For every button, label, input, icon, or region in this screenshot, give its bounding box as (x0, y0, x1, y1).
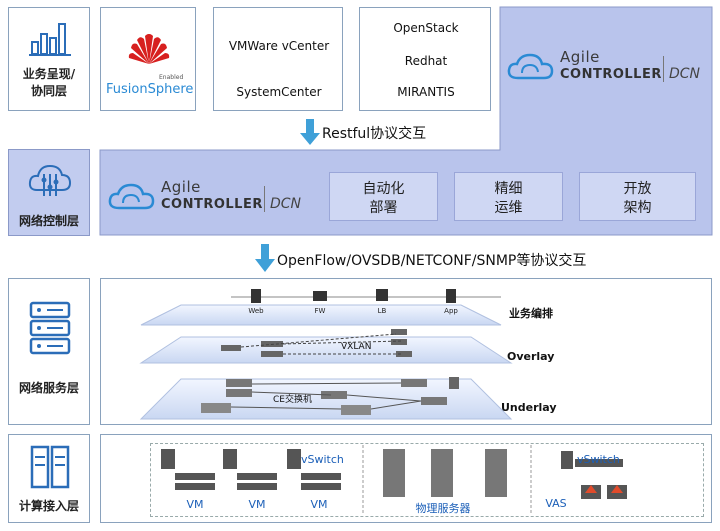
controller-text-top: CONTROLLER (560, 67, 662, 82)
cloud-control-icon (28, 164, 72, 196)
agile-controller-logo-main: Agile CONTROLLER DCN (107, 178, 317, 218)
server-cabinet-icon (30, 445, 70, 489)
fusionsphere-badge: Enabled (159, 74, 184, 81)
cloud-logo-icon (108, 183, 155, 210)
server-rack-icon (29, 301, 71, 355)
huawei-logo-icon (128, 34, 170, 64)
ce-switch-label: CE交换机 (273, 395, 312, 405)
service-planes (139, 289, 513, 420)
controller-text-main: CONTROLLER (161, 197, 263, 212)
node-lb-label: LB (377, 307, 387, 315)
openstack-label: OpenStack (393, 21, 459, 35)
vmware-box: VMWare vCenter SystemCenter (213, 7, 343, 111)
control-layer-label: 网络控制层 (18, 214, 79, 228)
service-diagram-box: Web FW LB App VXLAN CE交换机 业务编排 Overlay U… (100, 278, 712, 425)
overlay-label: Overlay (507, 350, 555, 363)
vm-1-label: VM (186, 498, 204, 511)
agile-text-main: Agile (161, 178, 201, 196)
logo-divider-main (264, 186, 265, 212)
dcn-text-top: DCN (669, 66, 701, 82)
fusionsphere-box: Enabled FusionSphere (100, 7, 196, 111)
mirantis-label: MIRANTIS (397, 85, 455, 99)
vswitch-label-1: vSwitch (301, 453, 344, 466)
orchestration-label: 业务编排 (509, 307, 553, 320)
agile-text-top: Agile (560, 48, 600, 66)
node-fw-label: FW (314, 307, 326, 315)
node-web-label: Web (248, 307, 264, 315)
compute-layer-label: 计算接入层 (18, 499, 79, 513)
vm-3-label: VM (310, 498, 328, 511)
node-app-label: App (444, 307, 458, 315)
physical-servers-label: 物理服务器 (415, 502, 471, 515)
control-layer-label-box: 网络控制层 (8, 149, 90, 236)
service-layer-label-box: 网络服务层 (8, 278, 90, 425)
fusionsphere-label: FusionSphere (106, 82, 194, 97)
vm-2-label: VM (248, 498, 266, 511)
service-layer-label: 网络服务层 (18, 381, 79, 395)
compute-dashed-group (150, 443, 704, 517)
systemcenter-label: SystemCenter (236, 85, 322, 99)
agile-controller-logo-top: Agile CONTROLLER DCN (506, 48, 711, 88)
restful-label: Restful协议交互 (322, 126, 427, 142)
vxlan-label: VXLAN (341, 342, 372, 352)
presentation-layer-label-box: 业务呈现/ 协同层 (8, 7, 90, 111)
compute-devices (161, 445, 627, 515)
redhat-label: Redhat (404, 54, 448, 68)
openflow-label: OpenFlow/OVSDB/NETCONF/SNMP等协议交互 (277, 253, 587, 269)
feature-auto-deploy: 自动化 部署 (329, 172, 438, 221)
bar-chart-icon (29, 23, 71, 56)
vas-label: VAS (545, 497, 567, 510)
vmware-label: VMWare vCenter (228, 39, 330, 53)
vswitch-label-2: vSwitch (577, 453, 620, 466)
cloud-logo-icon (507, 53, 554, 80)
feature-fine-ops: 精细 运维 (454, 172, 563, 221)
openstack-box: OpenStack Redhat MIRANTIS (359, 7, 491, 111)
compute-diagram-box: VM VM VM vSwitch 物理服务器 vSwitch VAS (100, 434, 712, 523)
restful-arrow-icon (300, 119, 320, 145)
logo-divider-top (663, 56, 664, 82)
feature-open-arch: 开放 架构 (579, 172, 696, 221)
underlay-label: Underlay (501, 401, 557, 414)
compute-layer-label-box: 计算接入层 (8, 434, 90, 523)
dcn-text-main: DCN (270, 196, 302, 212)
presentation-layer-label: 业务呈现/ 协同层 (22, 67, 76, 98)
openflow-arrow-icon (255, 244, 275, 272)
